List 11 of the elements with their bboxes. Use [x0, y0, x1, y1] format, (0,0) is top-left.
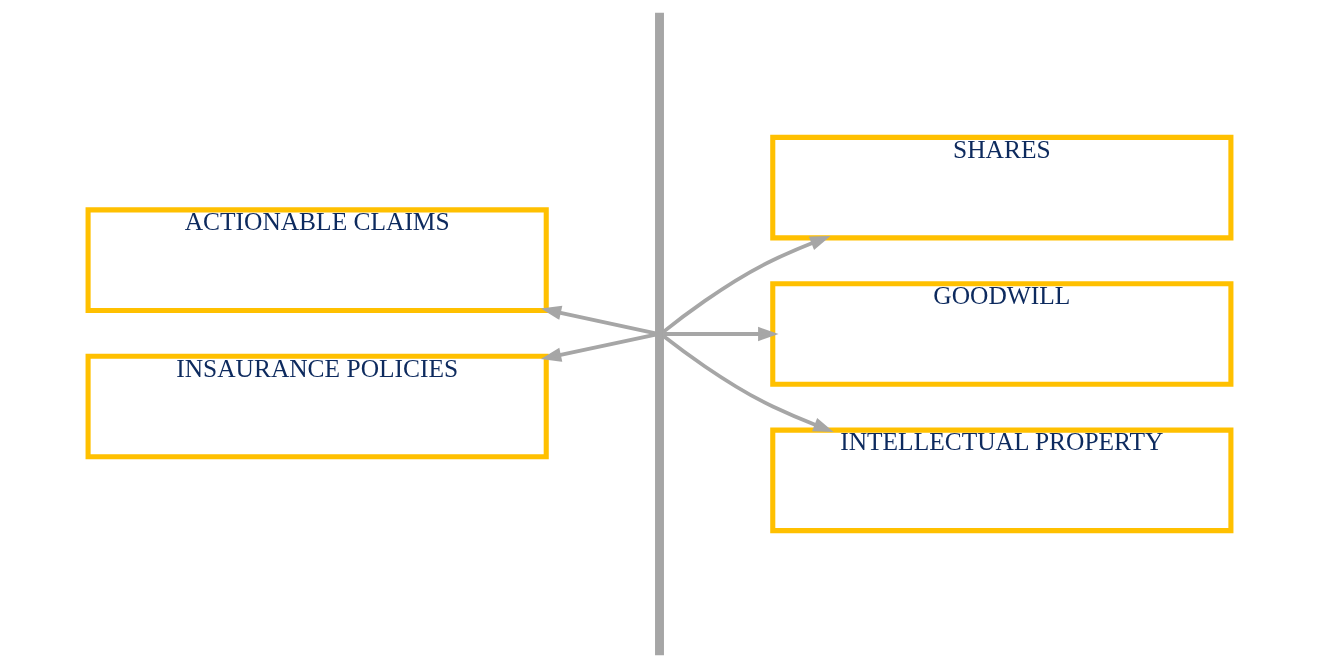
node-box: ACTIONABLE CLAIMS [85, 207, 549, 313]
arrow [540, 305, 656, 336]
arrow [663, 326, 778, 342]
node-box: INSAURANCE POLICIES [85, 353, 549, 460]
arrow [661, 334, 834, 432]
node-box: SHARES [769, 134, 1233, 241]
node-box: GOODWILL [769, 281, 1233, 387]
arrow [540, 332, 656, 362]
node-box: INTELLECTUAL PROPERTY [769, 427, 1233, 534]
arrow [661, 236, 831, 334]
node-bar [654, 12, 664, 656]
